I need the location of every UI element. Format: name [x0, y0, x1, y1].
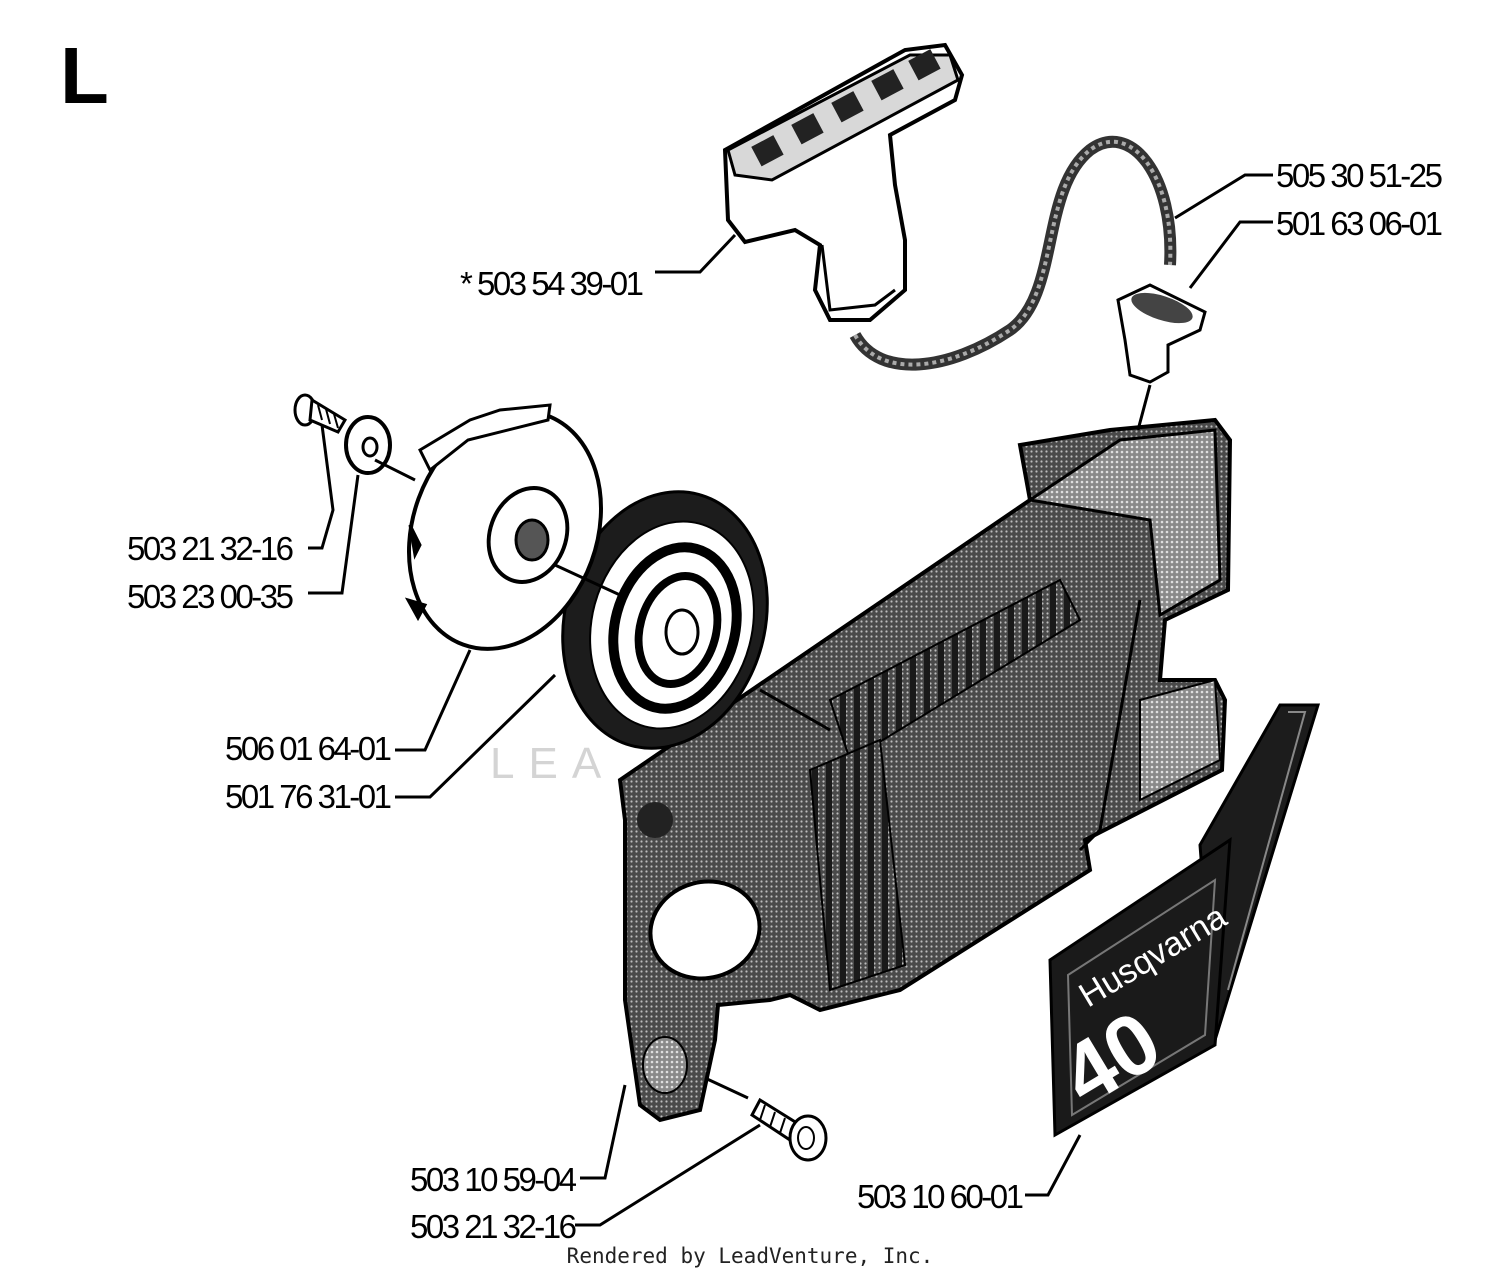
part-label-503-54-39-01: * 503 54 39-01	[460, 265, 643, 302]
watermark-text: LEA	[490, 739, 615, 788]
part-label-501-76-31-01: 501 76 31-01	[225, 778, 391, 815]
starter-handle-illustration	[722, 42, 965, 322]
rope-pulley-illustration	[561, 490, 769, 750]
part-label-503-10-60-01: 503 10 60-01	[857, 1178, 1023, 1215]
screw-bottom-illustration	[750, 1097, 828, 1162]
part-label-503-21-32-16-bottom: 503 21 32-16	[410, 1208, 576, 1245]
section-letter: L	[60, 31, 109, 120]
leader-lines	[308, 173, 1273, 1227]
washer-illustration	[344, 415, 392, 475]
spring-cassette-illustration	[404, 403, 603, 651]
part-label-503-10-59-04: 503 10 59-04	[410, 1161, 577, 1198]
screw-top-illustration	[293, 393, 348, 434]
part-label-505-30-51-25: 505 30 51-25	[1276, 157, 1442, 194]
starter-housing-illustration	[617, 417, 1233, 1123]
part-label-501-63-06-01: 501 63 06-01	[1276, 205, 1442, 242]
rope-guide-illustration	[1116, 283, 1207, 384]
footer-credit: Rendered by LeadVenture, Inc.	[566, 1244, 934, 1268]
part-label-503-21-32-16-top: 503 21 32-16	[127, 530, 293, 567]
part-label-503-23-00-35: 503 23 00-35	[127, 578, 293, 615]
part-label-506-01-64-01: 506 01 64-01	[225, 730, 391, 767]
